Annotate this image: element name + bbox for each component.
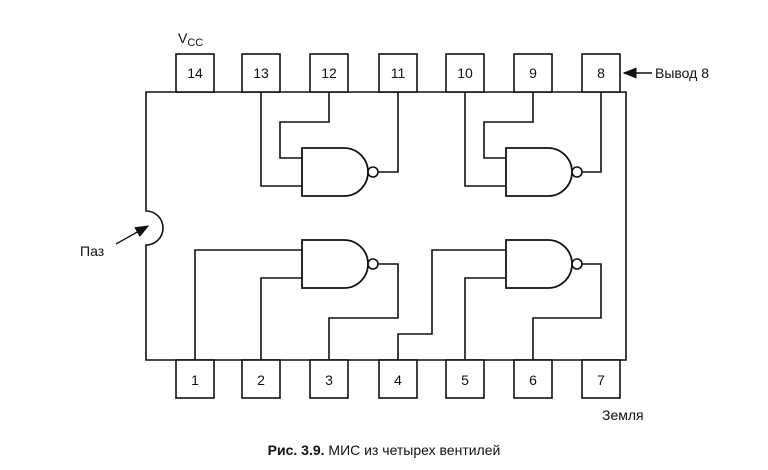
pin-label-8: 8 (597, 65, 605, 81)
wire-pin12-gate-a (279, 92, 330, 159)
nand-gate-a-bubble (367, 166, 379, 178)
wire-gate-c-pin3 (328, 263, 399, 360)
pin-label-1: 1 (191, 372, 199, 388)
pin-11 (378, 53, 418, 93)
wire-pin13-gate-a (260, 92, 302, 187)
pin-label-7: 7 (597, 372, 605, 388)
notch-annotation: Паз (80, 243, 104, 259)
pin-label-5: 5 (461, 372, 469, 388)
pin-label-11: 11 (391, 65, 406, 81)
pin-label-13: 13 (253, 65, 269, 81)
pin-5 (445, 359, 485, 399)
nand-gate-d-bubble (571, 258, 583, 270)
pin-6 (513, 359, 553, 399)
vcc-label: VCC (178, 30, 203, 49)
wire-pin5-gate-d (464, 277, 506, 360)
figure-caption-text: МИС из четырех вентилей (325, 442, 501, 458)
pin-3 (309, 359, 349, 399)
pin-4 (378, 359, 418, 399)
pin-2 (241, 359, 281, 399)
figure-caption-number: Рис. 3.9. (268, 442, 325, 458)
wire-pin4-gate-d (397, 249, 506, 360)
vcc-label-main: V (178, 30, 188, 46)
pin-9 (513, 53, 553, 93)
pin-label-4: 4 (394, 372, 402, 388)
pin-label-2: 2 (257, 372, 265, 388)
nand-gate-d (505, 239, 573, 289)
vcc-label-sub: CC (187, 37, 203, 49)
wire-pin1-gate-c (194, 249, 302, 360)
nand-gate-c (301, 239, 369, 289)
wire-gate-a-pin11 (378, 92, 399, 173)
pin-label-6: 6 (529, 372, 537, 388)
notch-arrow (115, 225, 150, 245)
pin-7 (581, 359, 621, 399)
wire-pin2-gate-c (260, 277, 302, 360)
pin-label-12: 12 (321, 65, 337, 81)
wire-pin9-gate-b (483, 92, 534, 159)
pin-label-3: 3 (325, 372, 333, 388)
nand-gate-b-bubble (571, 166, 583, 178)
wire-gate-b-pin8 (582, 92, 602, 173)
pin-14 (175, 53, 215, 93)
ground-annotation: Земля (602, 407, 644, 423)
pin-label-9: 9 (529, 65, 537, 81)
pin-1 (175, 359, 215, 399)
chip-body (145, 91, 627, 361)
figure-caption: Рис. 3.9. МИС из четырех вентилей (268, 442, 501, 458)
pin-label-10: 10 (457, 65, 473, 81)
nand-gate-a (301, 147, 369, 197)
pin8-annotation: Вывод 8 (655, 65, 709, 81)
pin-label-14: 14 (187, 65, 203, 81)
nand-gate-c-bubble (367, 258, 379, 270)
nand-gate-b (505, 147, 573, 197)
wire-gate-d-pin6 (532, 263, 602, 360)
wire-pin10-gate-b (464, 92, 506, 187)
